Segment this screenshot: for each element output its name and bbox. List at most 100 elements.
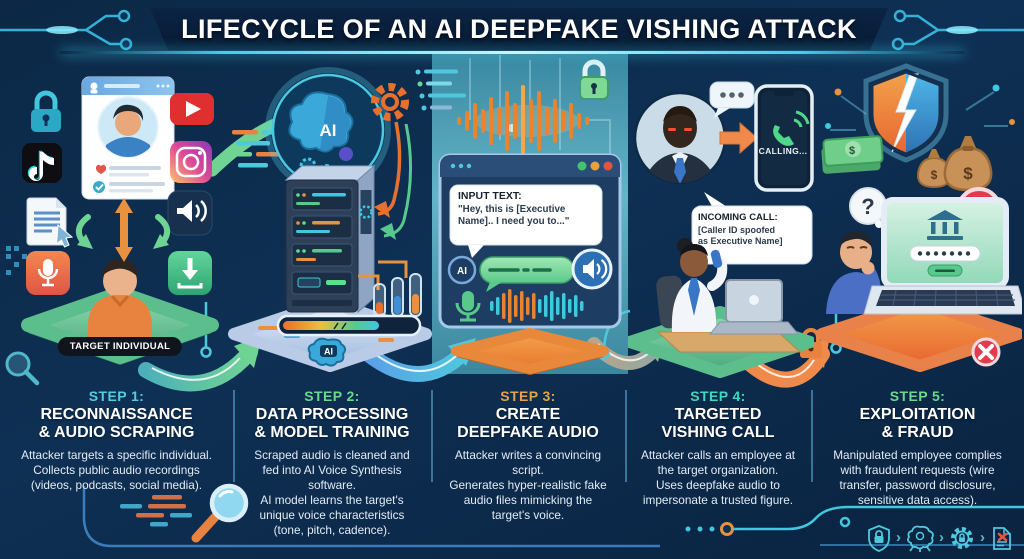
question-bubble-icon: ? [849, 187, 888, 235]
call-arrow [719, 121, 758, 155]
server-tower [284, 164, 376, 314]
speaker-icon [167, 190, 213, 236]
audio-waveform-output [490, 289, 584, 323]
ai-badge [447, 255, 477, 285]
step3-description: Attacker writes a convincing script. Gen… [449, 447, 607, 523]
incoming-call-bubble [691, 192, 813, 265]
script-bubble [449, 184, 603, 258]
step2-label: STEP 2: [304, 388, 360, 404]
target-person [88, 259, 152, 343]
scene-step3-create-audio: AI [432, 55, 628, 375]
voice-sample-tubes [358, 260, 422, 317]
document-alert-icon [993, 527, 1011, 550]
window-button-orange [590, 161, 600, 171]
verified-check-icon [93, 181, 105, 193]
code-dash-decoration [232, 130, 280, 168]
cursor-icon [55, 223, 74, 248]
step4-label: STEP 4: [690, 388, 746, 404]
fraud-laptop [863, 197, 1022, 315]
ai-chip: AI [307, 337, 347, 367]
employee-person [671, 238, 728, 332]
microphone-icon [26, 251, 70, 295]
step5-caption: STEP 5: EXPLOITATION & FRAUD Manipulated… [811, 382, 1024, 538]
step3-caption: STEP 3: CREATE DEEPFAKE AUDIO Attacker w… [431, 382, 625, 538]
footer-separator: › [939, 529, 944, 546]
tts-app-window: AI [438, 153, 622, 329]
title-banner: LIFECYCLE OF AN AI DEEPFAKE VISHING ATTA… [150, 8, 888, 50]
training-wires [374, 121, 412, 240]
ai-badge-label: AI [457, 266, 467, 277]
step2-caption: STEP 2: DATA PROCESSING & MODEL TRAINING… [233, 382, 431, 538]
step3-label: STEP 3: [500, 388, 556, 404]
speaker-play-icon [571, 248, 613, 290]
incoming-call-detail: [Caller ID spoofed as Executive Name] [698, 225, 783, 247]
footer-separator: › [896, 529, 901, 546]
social-profile-card [81, 76, 175, 200]
bank-icon [927, 210, 963, 240]
circuit-trace-bottom-right [685, 505, 1024, 546]
step3-heading: CREATE DEEPFAKE AUDIO [457, 406, 599, 441]
document-icon [26, 197, 74, 248]
download-icon [168, 251, 212, 295]
data-list-decoration [415, 69, 466, 111]
svg-text:?: ? [861, 194, 874, 219]
error-x-icon-small [971, 337, 1001, 367]
magnifier-icon [120, 483, 249, 543]
scene-step5-exploitation: $ $ $ ? [816, 62, 1022, 377]
step4-caption: STEP 4: TARGETED VISHING CALL Attacker c… [625, 382, 811, 538]
handset-in-hand [710, 249, 723, 268]
pixel-dots-decoration [6, 246, 27, 275]
step1-caption: STEP 1: RECONNAISSANCE & AUDIO SCRAPING … [0, 382, 233, 538]
banner-glow-line [60, 51, 964, 54]
audio-waveform-top [457, 85, 589, 157]
lock-icon-green [579, 59, 609, 100]
input-text-quote: "Hey, this is [Executive Name].. I need … [458, 204, 570, 227]
flow-arrow-step1-to-2 [138, 336, 262, 392]
step5-description: Manipulated employee complies with fraud… [833, 447, 1002, 508]
footer-separator: › [980, 529, 985, 546]
gear-lock-icon [951, 527, 973, 549]
window-button-red [603, 161, 613, 171]
circuit-trace-top-right [891, 9, 1024, 51]
ai-brain-core: AI [265, 67, 391, 193]
window-button-green [577, 161, 587, 171]
step5-heading: EXPLOITATION & FRAUD [859, 406, 976, 441]
small-magnifier-icon [5, 351, 40, 386]
employee-at-desk [628, 238, 814, 378]
spark-dots [825, 84, 1015, 131]
svg-text:$: $ [849, 145, 855, 157]
pedestal-step3 [451, 328, 609, 375]
phone [754, 84, 814, 192]
scene-step1-reconnaissance: TARGET INDIVIDUAL [20, 65, 220, 375]
chat-bubble-icon [709, 81, 755, 118]
training-progress-bar [276, 314, 422, 337]
microphone-icon-green [455, 291, 481, 322]
incoming-call-title: INCOMING CALL: [698, 212, 778, 223]
step2-heading: DATA PROCESSING & MODEL TRAINING [254, 406, 410, 441]
ai-chip-label: AI [324, 347, 333, 357]
ai-brain-icon [906, 525, 934, 552]
scene-step2-model-training: AI [228, 62, 432, 375]
input-text-bubble: INPUT TEXT: "Hey, this is [Executive Nam… [458, 190, 596, 228]
money-bags-icon: $ $ [916, 136, 993, 192]
attacker-avatar [633, 91, 727, 185]
youtube-icon [170, 93, 214, 125]
gear-icon-orange [371, 83, 409, 121]
frame-corner-line [82, 486, 660, 548]
password-field [909, 245, 981, 262]
footer-icon-strip: › › › [867, 525, 1014, 552]
platform-step5 [816, 296, 1022, 372]
step1-heading: RECONNAISSANCE & AUDIO SCRAPING [38, 406, 195, 441]
incoming-call-label: INCOMING CALL: [Caller ID spoofed as Exe… [698, 212, 806, 248]
step5-label: STEP 5: [889, 388, 946, 404]
instagram-icon [170, 141, 212, 183]
laptop [708, 279, 800, 335]
heart-icon [95, 164, 107, 174]
step1-label: STEP 1: [88, 388, 145, 404]
step-captions-row: STEP 1: RECONNAISSANCE & AUDIO SCRAPING … [0, 382, 1024, 538]
scene-step4-vishing-call: CALLING... INCOMING CALL: [Caller ID spo… [628, 80, 814, 380]
phone-handset-icon [773, 125, 794, 146]
step4-description: Attacker calls an employee at the target… [640, 447, 796, 508]
desk [656, 331, 802, 353]
